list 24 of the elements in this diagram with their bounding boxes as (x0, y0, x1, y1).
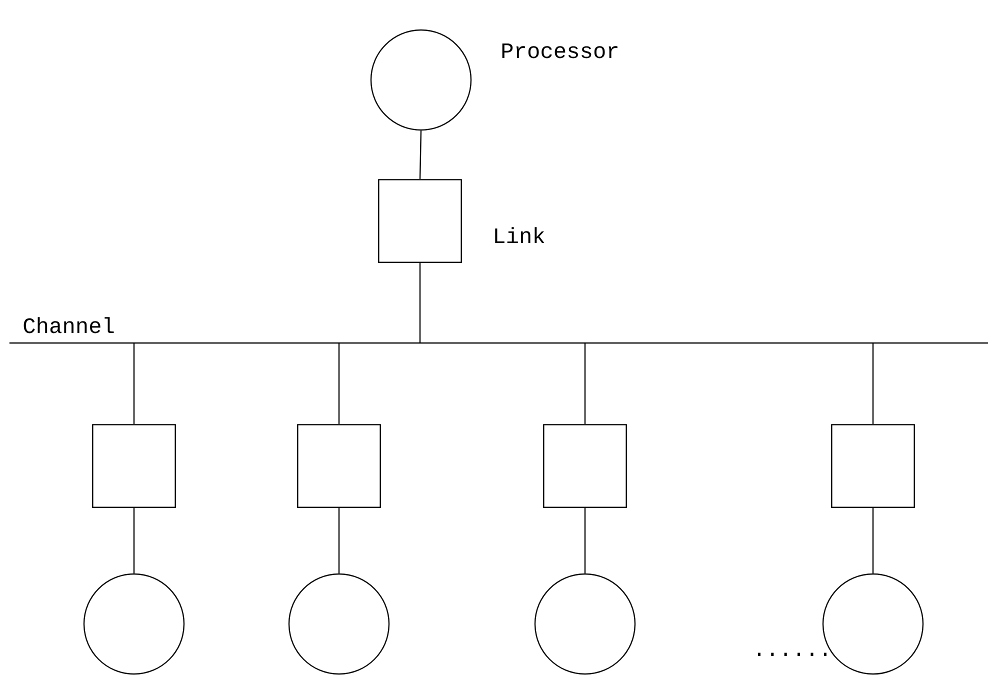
connector-line (338, 343, 340, 424)
circle (83, 573, 185, 675)
channel-line (9, 342, 988, 344)
connector-line (584, 343, 586, 424)
node-label: Link (495, 227, 544, 243)
connector-line (584, 508, 586, 574)
circle (370, 29, 472, 131)
circle (288, 573, 390, 675)
connector-line (338, 508, 340, 574)
square-box (297, 424, 381, 508)
node-label: Processor (502, 44, 618, 58)
square-box (378, 179, 462, 263)
square-box (92, 424, 176, 508)
connector-line (872, 343, 874, 424)
connector-line (419, 130, 422, 180)
connector-line (872, 508, 874, 574)
node-label: Channel (24, 317, 114, 334)
connector-line (419, 262, 421, 343)
ellipsis-label: ...... (758, 652, 826, 656)
connector-line (133, 508, 135, 574)
square-box (543, 424, 627, 508)
square-box (831, 424, 915, 508)
connector-line (133, 343, 135, 424)
circle (534, 573, 636, 675)
